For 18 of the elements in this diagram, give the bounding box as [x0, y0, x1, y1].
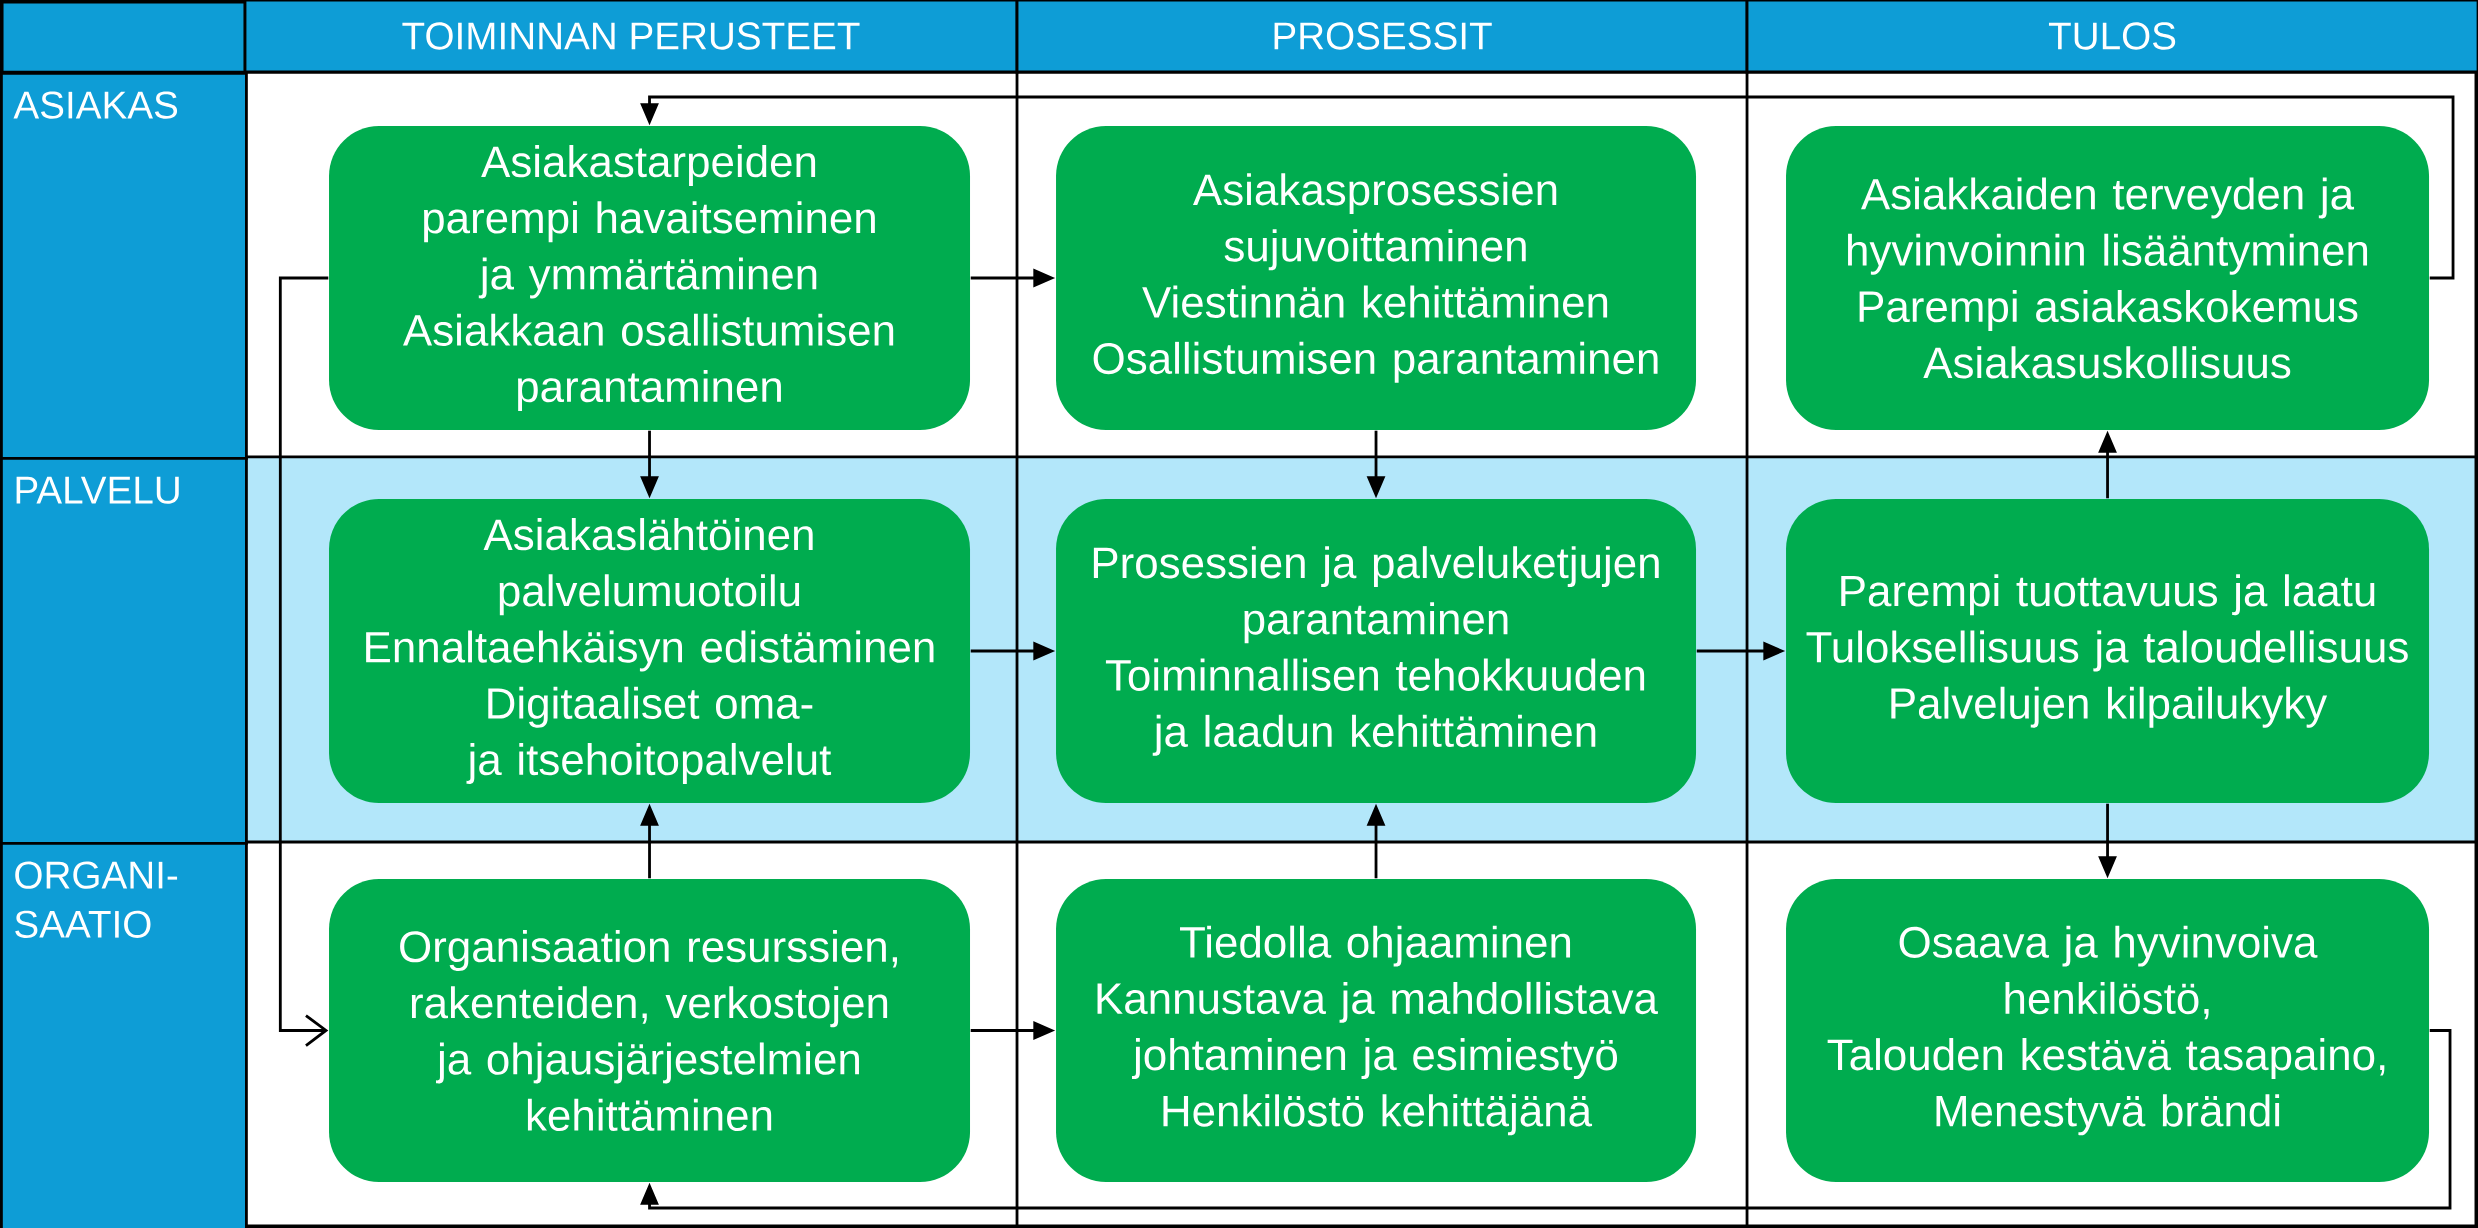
process-box: Parempi tuottavuus ja laatu Tuloksellisuus ja taloudellisuus Palvelujen kilpailukyky — [1786, 499, 2430, 803]
column-header: TOIMINNAN PERUSTEET — [243, 0, 1019, 74]
column-header: TULOS — [1745, 0, 2478, 74]
arrow — [278, 276, 329, 1047]
process-box: Asiakkaiden terveyden ja hyvinvoinnin lisääntyminen Parempi asiakaskokemus Asiakasuskollisuus — [1786, 126, 2430, 430]
process-box: Asiakaslähtöinen palvelumuotoilu Ennaltaehkäisyn edistäminen Digitaaliset oma- ja itsehoitopalvelut — [329, 499, 970, 803]
process-box: Asiakasprosessien sujuvoittaminen Viestinnän kehittäminen Osallistumisen parantaminen — [1056, 126, 1697, 430]
process-box: Prosessien ja palveluketjujen parantaminen Toiminnallisen tehokkuuden ja laadun kehittäminen — [1056, 499, 1697, 803]
row-header: ASIAKAS — [0, 72, 248, 460]
arrow — [640, 1029, 2452, 1210]
row-header: PALVELU — [0, 457, 248, 845]
process-box: Osaava ja hyvinvoiva henkilöstö, Talouden kestävä tasapaino, Menestyvä brändi — [1786, 879, 2430, 1182]
process-box: Organisaation resurssien, rakenteiden, verkostojen ja ohjausjärjestelmien kehittäminen — [329, 879, 970, 1182]
process-box: Tiedolla ohjaaminen Kannustava ja mahdollistava johtaminen ja esimiestyö Henkilöstö kehittäjänä — [1056, 879, 1697, 1182]
arrow — [640, 95, 2455, 280]
process-box: Asiakastarpeiden parempi havaitseminen ja ymmärtäminen Asiakkaan osallistumisen parantaminen — [329, 126, 970, 430]
column-header: PROSESSIT — [1015, 0, 1749, 74]
row-header: ORGANI- SAATIO — [0, 842, 248, 1228]
